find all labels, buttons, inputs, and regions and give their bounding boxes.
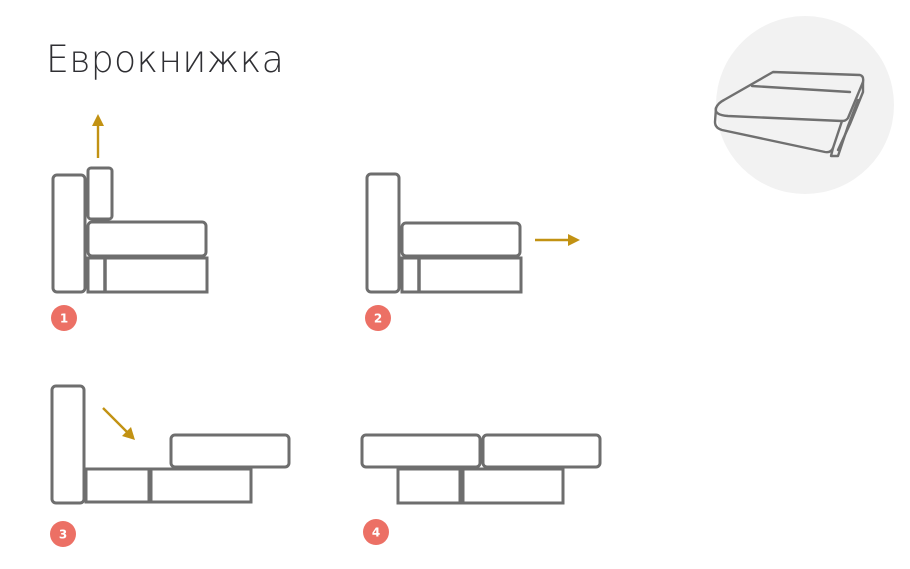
arrow-up-icon [92, 114, 104, 158]
sofa-base [400, 256, 523, 294]
step-badge: 1 [51, 305, 77, 331]
step-badge: 2 [365, 305, 391, 331]
sofa-base [86, 256, 209, 294]
sofa-base-left [396, 467, 462, 505]
sofa-backrest [50, 384, 86, 505]
sofa-base-left [84, 467, 151, 504]
step-number: 2 [374, 312, 382, 326]
back-cushion [86, 166, 114, 221]
page-title: Еврокнижка [46, 38, 285, 81]
back-cushion [360, 433, 482, 469]
sofa-backrest [51, 173, 87, 294]
step-badge: 4 [363, 519, 389, 545]
step-1-diagram: 1 [51, 114, 209, 331]
arrow-down-right-icon [102, 407, 135, 440]
step-number: 3 [59, 528, 67, 542]
seat-cushion [86, 220, 208, 258]
step-2-diagram: 2 [365, 172, 580, 331]
sofa-eurobook-unfolded-icon [713, 70, 865, 158]
arrow-right-icon [535, 234, 580, 246]
step-4-diagram: 4 [360, 433, 602, 545]
preview-background [716, 16, 894, 194]
sofa-base-right [461, 467, 565, 505]
sofa-backrest [365, 172, 401, 294]
step-number: 1 [60, 312, 68, 326]
step-number: 4 [372, 526, 380, 540]
step-badge: 3 [50, 521, 76, 547]
seat-cushion [169, 433, 291, 469]
seat-cushion [400, 221, 522, 258]
sofa-preview [713, 16, 894, 194]
sofa-base-right [149, 467, 253, 504]
seat-cushion [481, 433, 602, 469]
step-3-diagram: 3 [50, 384, 291, 547]
